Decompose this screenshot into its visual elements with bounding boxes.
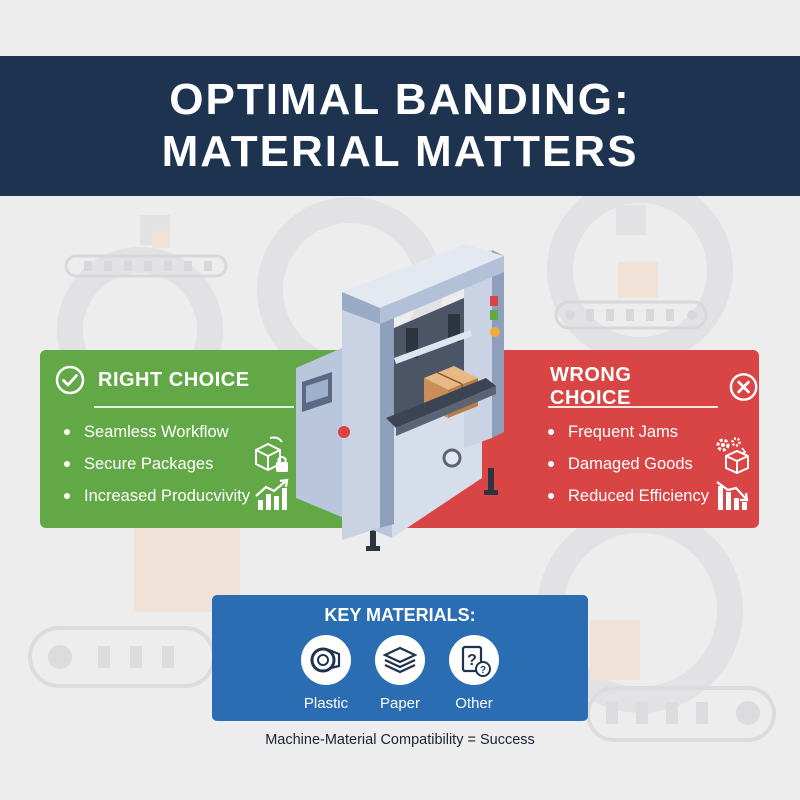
list-item: Increased Producvivity	[64, 480, 250, 512]
list-item: Secure Packages	[64, 448, 250, 480]
x-circle-icon	[729, 373, 758, 401]
list-item: Seamless Workflow	[64, 416, 250, 448]
material-paper: Paper	[360, 635, 440, 712]
material-other: ? ? Other	[434, 635, 514, 712]
right-choice-header: RIGHT CHOICE	[54, 364, 294, 408]
list-item: Reduced Efficiency	[548, 480, 709, 512]
footer-tagline: Machine-Material Compatibility = Success	[265, 732, 535, 748]
secure-package-icon	[255, 436, 288, 472]
list-item: Frequent Jams	[548, 416, 709, 448]
growth-chart-icon	[255, 478, 289, 510]
wrong-choice-header: WRONG CHOICE	[548, 364, 759, 410]
material-plastic: Plastic	[286, 635, 366, 712]
material-label: Plastic	[303, 695, 349, 712]
wrong-choice-divider	[548, 406, 718, 408]
paper-stack-icon	[382, 646, 418, 674]
tape-roll-icon	[310, 647, 341, 673]
check-circle-icon	[55, 365, 85, 395]
material-label: Other	[455, 695, 493, 712]
question-icon: ? ?	[461, 645, 491, 677]
decline-chart-icon	[716, 481, 749, 510]
key-materials-heading: KEY MATERIALS:	[324, 605, 476, 625]
list-item: Damaged Goods	[548, 448, 709, 480]
stop-button-icon	[338, 426, 350, 438]
machine-foot	[370, 528, 376, 548]
svg-text:?: ?	[467, 652, 477, 669]
wrong-choice-heading: WRONG CHOICE	[550, 364, 632, 409]
svg-text:?: ?	[480, 665, 486, 676]
right-choice-divider	[94, 406, 294, 408]
damaged-goods-icon	[716, 437, 749, 474]
material-label: Paper	[379, 695, 421, 712]
banding-machine-illustration	[296, 244, 504, 551]
wrong-choice-list: Frequent Jams Damaged Goods Reduced Effi…	[548, 416, 709, 512]
key-materials-box: KEY MATERIALS: Plastic Paper ?	[212, 595, 588, 721]
title-line-2: MATERIAL MATTERS	[161, 127, 639, 176]
title-line-1: OPTIMAL BANDING:	[169, 75, 631, 124]
right-choice-heading: RIGHT CHOICE	[98, 368, 250, 391]
right-choice-list: Seamless Workflow Secure Packages Increa…	[64, 416, 250, 512]
title-banner: OPTIMAL BANDING: MATERIAL MATTERS	[0, 56, 800, 196]
